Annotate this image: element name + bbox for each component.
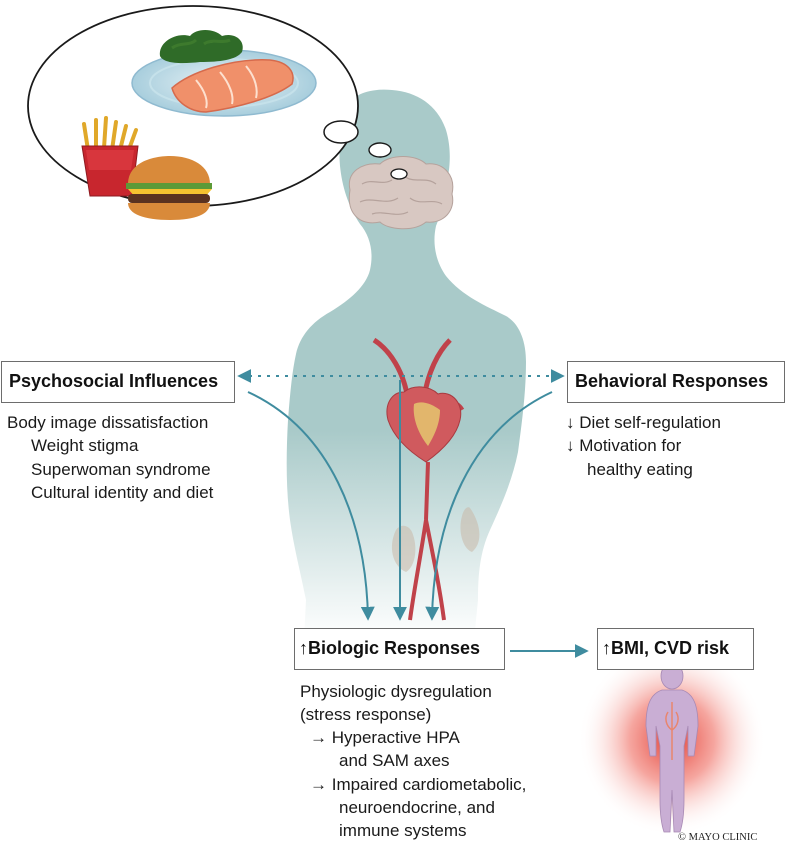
biologic-item: Physiologic dysregulation	[300, 682, 492, 701]
biologic-item: and SAM axes	[339, 751, 450, 770]
salmon-plate-icon	[131, 30, 317, 117]
behavioral-item: ↓ Diet self-regulation	[566, 413, 721, 432]
bmi-cvd-risk-box: ↑BMI, CVD risk	[597, 628, 754, 670]
biologic-item: immune systems	[339, 821, 467, 840]
psychosocial-item: Superwoman syndrome	[31, 460, 211, 479]
psychosocial-item: Cultural identity and diet	[31, 483, 214, 502]
biologic-responses-box: ↑Biologic Responses	[294, 628, 505, 670]
brain-icon	[348, 156, 454, 230]
psychosocial-item: Weight stigma	[31, 436, 139, 455]
copyright-credit: © MAYO CLINIC	[678, 832, 758, 843]
arrow-behavioral-biologic	[425, 391, 553, 621]
kidney-icon	[391, 507, 480, 572]
behavioral-responses-box: Behavioral Responses	[567, 361, 785, 403]
psychosocial-influences-box: Psychosocial Influences	[1, 361, 235, 403]
burger-icon	[126, 156, 212, 220]
biologic-item: → Impaired cardiometabolic,	[310, 775, 527, 794]
glowing-figure-icon	[578, 644, 766, 836]
psychosocial-item: Body image dissatisfaction	[7, 413, 209, 432]
biologic-item: neuroendocrine, and	[339, 798, 495, 817]
fries-icon	[81, 116, 139, 197]
behavioral-item: ↓ Motivation for	[566, 436, 682, 455]
biologic-item: → Hyperactive HPA	[310, 728, 460, 747]
flow-arrows	[237, 369, 589, 658]
behavioral-item: healthy eating	[587, 460, 693, 479]
biologic-item: (stress response)	[300, 705, 432, 724]
arrow-psychosocial-biologic	[247, 391, 375, 621]
heart-icon	[372, 337, 465, 621]
